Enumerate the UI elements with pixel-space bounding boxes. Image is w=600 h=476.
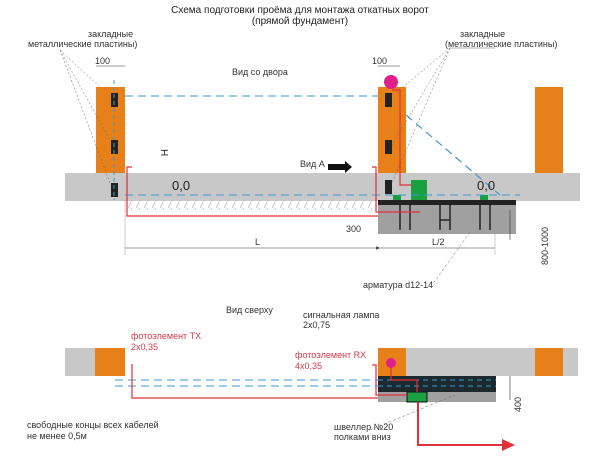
top-left-ground xyxy=(65,348,95,376)
ground-strip xyxy=(65,173,580,201)
signal-lamp-label-1: сигнальная лампа xyxy=(303,310,379,320)
rebar-label: арматура d12-14 xyxy=(363,280,433,290)
embedded-left-label-2: металлические пластины) xyxy=(28,39,137,49)
title-line2: (прямой фундамент) xyxy=(252,15,348,27)
photo-rx-label-2: 4х0,35 xyxy=(295,361,322,371)
foundation xyxy=(378,200,516,234)
embedded-right-label-2: (металлические пластины) xyxy=(445,39,557,49)
far-pillar xyxy=(535,87,563,173)
left-pillar xyxy=(96,87,125,173)
photo-tx-label-1: фотоэлемент ТХ xyxy=(131,331,201,341)
cable-tx xyxy=(126,166,378,217)
dim-L-label: L xyxy=(255,237,260,247)
photo-tx-label-2: 2х0,35 xyxy=(131,342,158,352)
power-cable xyxy=(417,402,505,446)
dim-depth-label: 800-1000 xyxy=(540,227,550,265)
dim-300-label: 300 xyxy=(346,224,361,234)
gate-swing-line xyxy=(405,114,501,196)
power-arrow-icon xyxy=(502,439,515,451)
top-cable-rx xyxy=(372,364,407,396)
top-cable-tx xyxy=(131,364,378,399)
free-ends-label-2: не менее 0,5м xyxy=(27,431,87,441)
view-a-label: Вид А xyxy=(300,159,325,169)
embedded-plate xyxy=(111,183,118,197)
level-right-label: 0,0 xyxy=(477,178,495,193)
top-left-pillar xyxy=(95,348,125,376)
dim-100-right: 100 xyxy=(372,56,387,66)
embedded-plate xyxy=(111,93,118,107)
channel-label-2: полками вниз xyxy=(334,432,391,442)
cable-lamp xyxy=(392,89,411,186)
embedded-plate xyxy=(385,140,392,154)
ground-hatch xyxy=(127,200,377,210)
embedded-plate xyxy=(385,180,392,194)
cable-rx xyxy=(372,166,420,213)
signal-lamp-icon xyxy=(384,75,398,89)
channel-beam xyxy=(378,200,516,205)
signal-lamp-label-2: 2х0,75 xyxy=(303,320,330,330)
level-left-label: 0,0 xyxy=(172,178,190,193)
top-signal-lamp-icon xyxy=(386,358,396,368)
view-a-arrow-icon xyxy=(328,161,352,173)
photo-rx-label-1: фотоэлемент RX xyxy=(295,350,366,360)
top-far-pillar xyxy=(535,348,563,376)
gate-motor xyxy=(411,180,427,200)
height-H-label: H xyxy=(158,149,169,156)
dim-L2-label: L/2 xyxy=(432,237,445,247)
top-motor xyxy=(406,391,428,403)
dim-100-left: 100 xyxy=(95,56,110,66)
view-top-label: Вид сверху xyxy=(226,305,273,315)
top-foundation xyxy=(378,392,496,402)
dim-400-label: 400 xyxy=(513,397,523,412)
top-channel xyxy=(378,376,496,392)
embedded-right-label-1: закладные xyxy=(460,29,505,39)
view-yard-label: Вид со двора xyxy=(232,67,288,77)
embedded-plate xyxy=(385,93,392,107)
channel-label-1: швеллер №20 xyxy=(334,422,393,432)
embedded-left-label-1: закладные xyxy=(88,29,133,39)
free-ends-label-1: свободные концы всех кабелей xyxy=(27,420,159,430)
title-line1: Схема подготовки проёма для монтажа отка… xyxy=(171,5,429,16)
